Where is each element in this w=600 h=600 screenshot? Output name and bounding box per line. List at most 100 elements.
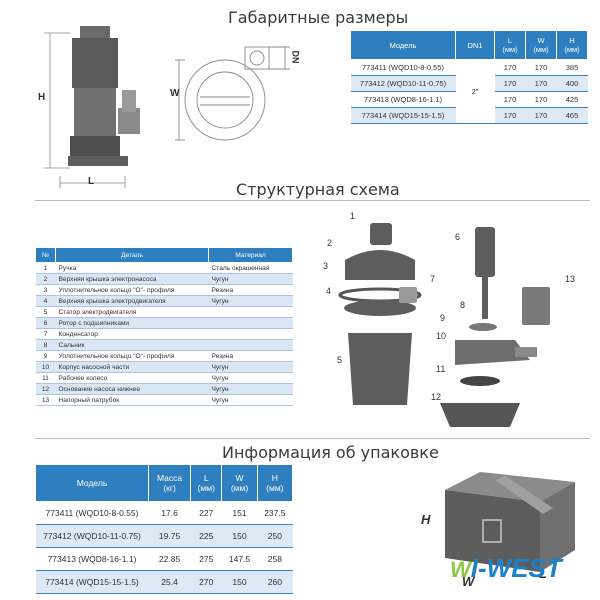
part-num: 6 bbox=[35, 317, 56, 329]
pack-model: 773413 (WQD8-16-1.1) bbox=[35, 547, 149, 571]
dim-w: 170 bbox=[525, 91, 557, 108]
schema-title: Структурная схема bbox=[236, 180, 400, 199]
part-material: Чугун bbox=[208, 394, 293, 406]
part-material: Чугун bbox=[208, 273, 293, 285]
packaging-title: Информация об упаковке bbox=[222, 443, 439, 462]
part-num: 1 bbox=[35, 262, 56, 274]
part-num: 4 bbox=[35, 295, 56, 307]
table-row: 773412 (WQD10-11-0.75) 19.75 225 150 250 bbox=[35, 524, 293, 548]
callout-7: 7 bbox=[430, 274, 436, 284]
parts-header-part: Деталь bbox=[55, 247, 209, 263]
divider bbox=[35, 200, 590, 201]
part-material: Резина bbox=[208, 350, 293, 362]
pack-model: 773412 (WQD10-11-0.75) bbox=[35, 524, 149, 548]
part-material: Чугун bbox=[208, 383, 293, 395]
dim-h: 425 bbox=[556, 91, 588, 108]
dim-model: 773412 (WQD10-11-0.75) bbox=[350, 75, 456, 92]
part-name: Верхняя крышка электронасоса bbox=[55, 273, 209, 285]
callout-12: 12 bbox=[431, 392, 442, 402]
pack-header-h: H (мм) bbox=[256, 464, 294, 502]
dim-model: 773413 (WQD8-16-1.1) bbox=[350, 91, 456, 108]
part-name: Конденсатор bbox=[55, 328, 209, 340]
pump-side-drawing bbox=[44, 26, 140, 188]
table-row: 773412 (WQD10-11-0.75) 170 170 400 bbox=[350, 75, 588, 92]
pack-h: 260 bbox=[257, 570, 293, 594]
label-DN: DN bbox=[290, 50, 301, 64]
part-name: Корпус насосной части bbox=[55, 361, 209, 373]
part-name: Рабочее колесо bbox=[55, 372, 209, 384]
dim-model: 773414 (WQD15-15-1.5) bbox=[350, 107, 456, 124]
pack-model: 773411 (WQD10-8-0.55) bbox=[35, 501, 149, 525]
dim-l: 170 bbox=[494, 107, 526, 124]
box-label-H: H bbox=[421, 512, 431, 527]
part-name: Напорный патрубок bbox=[55, 394, 209, 406]
dim-header-w: W (мм) bbox=[525, 30, 557, 60]
pack-l: 225 bbox=[190, 524, 222, 548]
parts-header-material: Материал bbox=[208, 247, 293, 263]
logo-text: I-WEST bbox=[470, 553, 562, 583]
callout-5: 5 bbox=[337, 355, 343, 365]
part-name: Уплотнительное кольцо "О"- профиля bbox=[55, 284, 209, 296]
part-material bbox=[208, 328, 293, 340]
dim-header-dn1: DN1 bbox=[455, 30, 495, 60]
iwest-logo: WI-WEST bbox=[450, 553, 562, 584]
part-material: Чугун bbox=[208, 361, 293, 373]
divider bbox=[35, 438, 590, 439]
dim-header-h: H (мм) bbox=[556, 30, 588, 60]
callout-6: 6 bbox=[455, 232, 461, 242]
pack-l: 275 bbox=[190, 547, 222, 571]
part-material bbox=[208, 339, 293, 351]
part-name: Уплотнительное кольцо "О"- профиля bbox=[55, 350, 209, 362]
dim-h: 465 bbox=[556, 107, 588, 124]
dim-w: 170 bbox=[525, 75, 557, 92]
part-num: 9 bbox=[35, 350, 56, 362]
pack-header-model: Модель bbox=[35, 464, 149, 502]
part-name: Ручка bbox=[55, 262, 209, 274]
part-name: Ротор с подшипниками bbox=[55, 317, 209, 329]
pack-header-w: W (мм) bbox=[221, 464, 258, 502]
table-row: 773411 (WQD10-8-0.55) 17.6 227 151 237.5 bbox=[35, 501, 293, 525]
dim-l: 170 bbox=[494, 75, 526, 92]
pack-l: 270 bbox=[190, 570, 222, 594]
dim-header-l: L (мм) bbox=[494, 30, 526, 60]
pack-mass: 22.85 bbox=[148, 547, 191, 571]
package-box-drawing bbox=[445, 472, 575, 572]
part-name: Верхняя крышка электродвигателя bbox=[55, 295, 209, 307]
pack-mass: 17.6 bbox=[148, 501, 191, 525]
callout-13: 13 bbox=[565, 274, 576, 284]
part-num: 7 bbox=[35, 328, 56, 340]
part-material: Сталь окрашенная bbox=[208, 262, 293, 274]
dim-h: 400 bbox=[556, 75, 588, 92]
part-num: 13 bbox=[35, 394, 56, 406]
pack-w: 147.5 bbox=[221, 547, 258, 571]
callout-1: 1 bbox=[350, 211, 356, 221]
dim-dn1: 2" bbox=[455, 59, 495, 124]
dim-h: 385 bbox=[556, 59, 588, 76]
box-label-L: L bbox=[539, 566, 547, 581]
label-W-top: W bbox=[170, 88, 180, 99]
pump-top-drawing bbox=[175, 46, 290, 141]
part-num: 5 bbox=[35, 306, 56, 318]
part-material bbox=[208, 317, 293, 329]
packaging-table: Модель Масса (кг) L (мм) W (мм) H (мм) 7… bbox=[35, 464, 294, 594]
part-num: 11 bbox=[35, 372, 56, 384]
table-row: 773413 (WQD8-16-1.1) 22.85 275 147.5 258 bbox=[35, 547, 293, 571]
parts-header-num: № bbox=[35, 247, 56, 263]
part-num: 12 bbox=[35, 383, 56, 395]
dim-model: 773411 (WQD10-8-0.55) bbox=[350, 59, 456, 76]
part-num: 3 bbox=[35, 284, 56, 296]
pack-w: 151 bbox=[221, 501, 258, 525]
callout-4: 4 bbox=[326, 286, 332, 296]
